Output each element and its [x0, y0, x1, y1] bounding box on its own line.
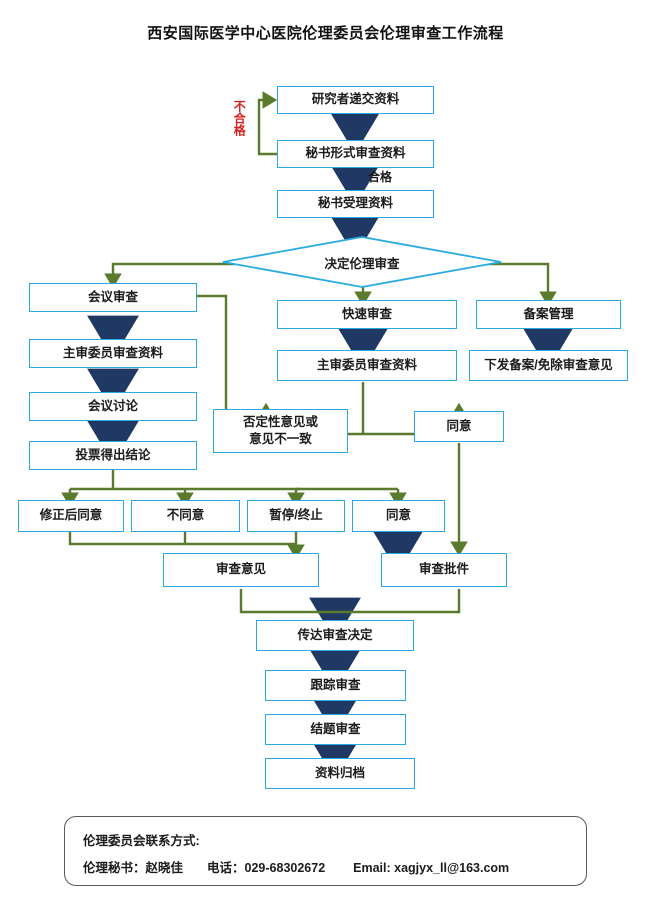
- node-agree-vote[interactable]: 同意: [352, 500, 445, 532]
- contact-secretary: 伦理秘书：赵晓佳: [83, 861, 184, 875]
- node-secretary-accept[interactable]: 秘书受理资料: [277, 190, 434, 218]
- node-lead-reviewer-materials-left[interactable]: 主审委员审查资料: [29, 339, 197, 368]
- contact-email: Email: xagjyx_ll@163.com: [353, 861, 510, 875]
- node-completion-review[interactable]: 结题审查: [265, 714, 406, 745]
- contact-details: 伦理秘书：赵晓佳 电话：029-68302672 Email: xagjyx_ll@…: [83, 857, 586, 876]
- node-researcher-submit[interactable]: 研究者递交资料: [277, 86, 434, 114]
- contact-box: 伦理委员会联系方式: 伦理秘书：赵晓佳 电话：029-68302672 Email:…: [64, 816, 587, 886]
- contact-title: 伦理委员会联系方式:: [83, 834, 200, 848]
- edge-label-pass: 合格: [368, 170, 393, 184]
- edge-label-reject: 不合格: [232, 100, 247, 136]
- node-filing-management[interactable]: 备案管理: [476, 300, 621, 329]
- node-archive-materials[interactable]: 资料归档: [265, 758, 415, 789]
- node-expedited-review[interactable]: 快速审查: [277, 300, 457, 329]
- node-meeting-discussion[interactable]: 会议讨论: [29, 392, 197, 421]
- node-agree-after-revision[interactable]: 修正后同意: [18, 500, 124, 532]
- node-decide-ethics-review-label: 决定伦理审查: [324, 256, 400, 271]
- node-negative-or-divergent-opinion[interactable]: 否定性意见或 意见不一致: [213, 409, 348, 453]
- node-negative-opinion-line2: 意见不一致: [249, 432, 312, 446]
- node-negative-opinion-line1: 否定性意见或: [242, 415, 318, 430]
- contact-phone: 电话：029-68302672: [207, 861, 326, 875]
- node-convey-review-decision[interactable]: 传达审查决定: [256, 620, 414, 651]
- node-issue-filing-exempt-opinion[interactable]: 下发备案/免除审查意见: [469, 350, 628, 381]
- node-vote-conclusion[interactable]: 投票得出结论: [29, 441, 197, 470]
- page-title: 西安国际医学中心医院伦理委员会伦理审查工作流程: [147, 25, 504, 42]
- node-review-opinion[interactable]: 审查意见: [163, 553, 319, 587]
- node-meeting-review[interactable]: 会议审查: [29, 283, 197, 312]
- node-lead-reviewer-materials-mid[interactable]: 主审委员审查资料: [277, 350, 457, 381]
- node-suspend-terminate[interactable]: 暂停/终止: [247, 500, 345, 532]
- node-agree-mid[interactable]: 同意: [414, 411, 504, 442]
- node-followup-review[interactable]: 跟踪审查: [265, 670, 406, 701]
- diamond-shape: [222, 236, 502, 288]
- node-decide-ethics-review[interactable]: 决定伦理审查: [222, 236, 502, 288]
- node-secretary-format-review[interactable]: 秘书形式审查资料: [277, 140, 434, 168]
- node-disagree[interactable]: 不同意: [131, 500, 240, 532]
- node-review-approval[interactable]: 审查批件: [381, 553, 507, 587]
